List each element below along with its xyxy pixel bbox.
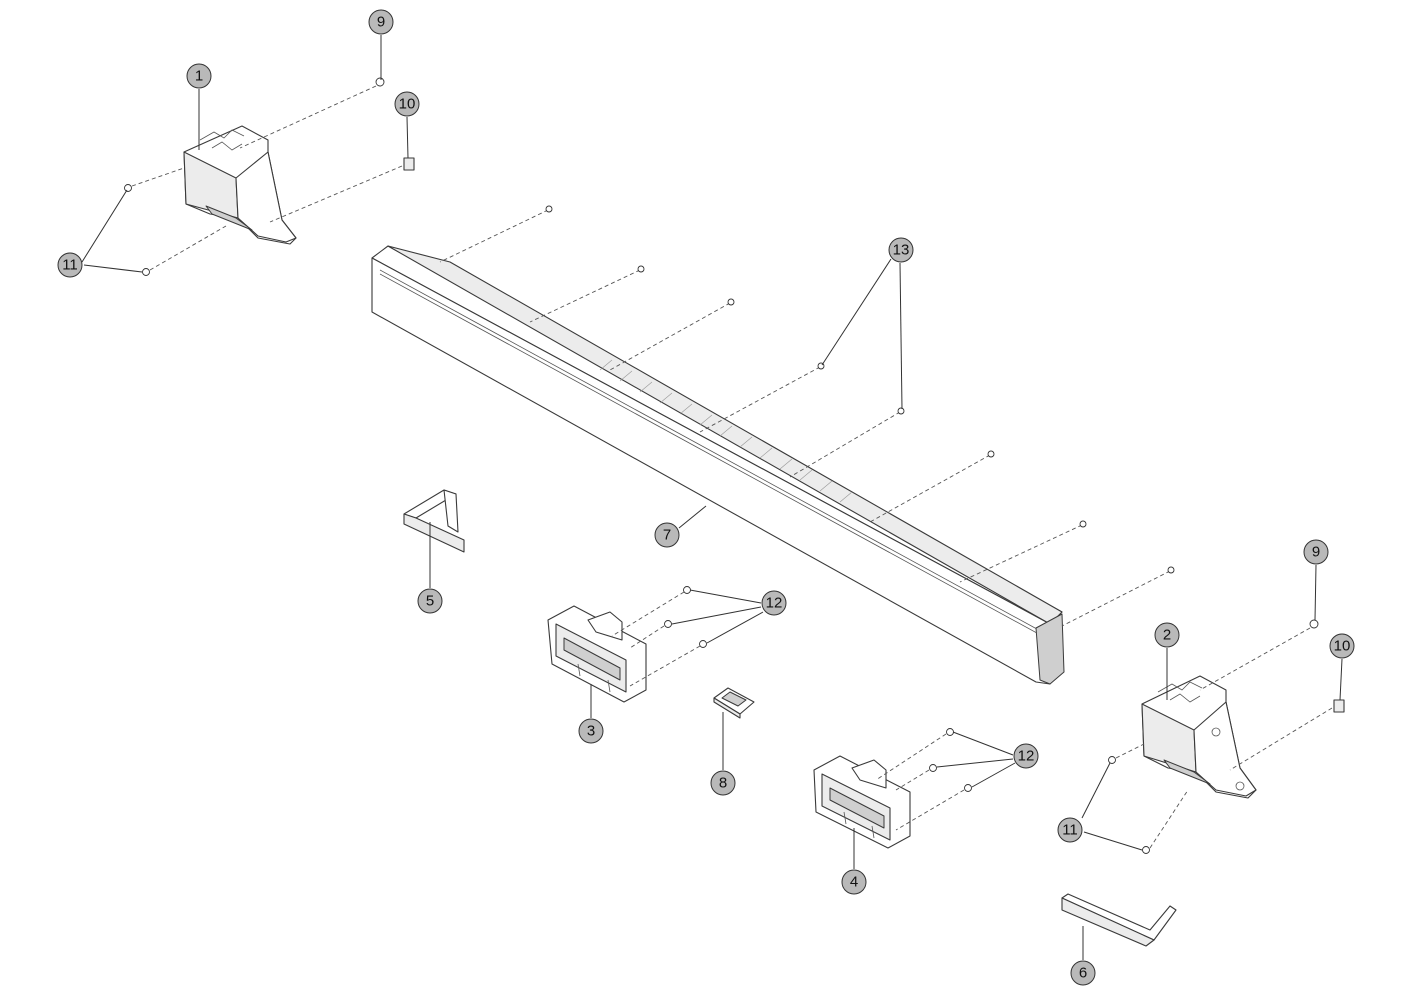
screw-part-11 — [1108, 756, 1116, 764]
screw-part-11 — [142, 268, 150, 276]
corner-part-5 — [403, 489, 465, 553]
callout-7: 7 — [654, 522, 680, 548]
connector-part-8 — [713, 687, 755, 719]
callout-4: 4 — [841, 869, 867, 895]
screws-part-12-b — [875, 728, 972, 831]
callout-9-right: 9 — [1303, 539, 1329, 565]
callout-13: 13 — [888, 237, 914, 263]
screw-part-11 — [1142, 846, 1150, 854]
svg-text:12: 12 — [766, 595, 783, 612]
svg-text:1: 1 — [195, 68, 203, 85]
callout-3: 3 — [578, 718, 604, 744]
callout-1: 1 — [186, 63, 212, 89]
bracket-part-2 — [1141, 675, 1257, 799]
nut-part-9 — [1309, 619, 1319, 629]
svg-text:7: 7 — [663, 527, 671, 544]
svg-text:3: 3 — [587, 723, 595, 740]
callout-11-left: 11 — [57, 252, 83, 278]
callout-12-left: 12 — [761, 590, 787, 616]
corner-part-6 — [1061, 893, 1177, 947]
callout-5: 5 — [417, 588, 443, 614]
svg-text:11: 11 — [62, 257, 78, 274]
svg-text:9: 9 — [1312, 544, 1320, 561]
callout-10-top: 10 — [394, 91, 420, 117]
bezel-part-4 — [813, 755, 911, 849]
svg-text:4: 4 — [850, 874, 858, 891]
callout-6: 6 — [1070, 960, 1096, 986]
svg-text:6: 6 — [1079, 965, 1087, 982]
screws-part-13 — [439, 205, 1175, 627]
svg-text:13: 13 — [893, 242, 910, 259]
main-bar-part-7 — [371, 245, 1065, 685]
screw-part-11 — [124, 184, 132, 192]
svg-text:10: 10 — [1334, 638, 1351, 655]
svg-text:11: 11 — [1062, 822, 1078, 839]
svg-text:2: 2 — [1163, 627, 1171, 644]
leader-lines — [81, 35, 1343, 960]
clip-part-10 — [1333, 699, 1345, 713]
bezel-part-3 — [547, 605, 647, 703]
callout-9-top: 9 — [368, 9, 394, 35]
callout-12-right: 12 — [1013, 743, 1039, 769]
callout-10-right: 10 — [1329, 633, 1355, 659]
screws-part-12-a — [611, 586, 707, 687]
nut-part-9 — [375, 77, 385, 87]
bracket-part-1 — [183, 125, 297, 245]
callout-11-right: 11 — [1057, 817, 1083, 843]
clip-part-10 — [403, 157, 415, 171]
svg-text:5: 5 — [426, 593, 434, 610]
svg-text:8: 8 — [719, 775, 727, 792]
svg-text:12: 12 — [1018, 748, 1035, 765]
svg-text:9: 9 — [377, 14, 385, 31]
callout-8: 8 — [710, 770, 736, 796]
callout-2: 2 — [1154, 622, 1180, 648]
svg-text:10: 10 — [399, 96, 416, 113]
